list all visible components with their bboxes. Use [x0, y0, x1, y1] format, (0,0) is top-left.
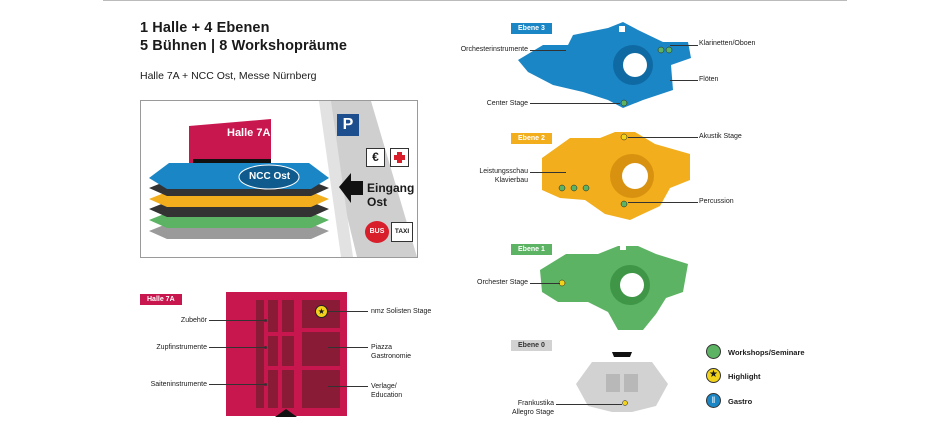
label-verlage: Verlage/: [371, 383, 397, 390]
booth-zubehoer-2: [282, 300, 294, 332]
halle7a-tag: Halle 7A: [140, 294, 182, 305]
booth-saiten-2: [282, 370, 294, 408]
hall-7a-label: Halle 7A: [227, 127, 271, 139]
leader-floeten: [670, 80, 698, 81]
label-klavierbau: Klavierbau: [494, 177, 528, 184]
booth-saiten: [268, 370, 278, 408]
label-klarinetten-oboen: Klarinetten/Oboen: [699, 40, 756, 47]
road-shape: [319, 101, 417, 257]
booth-zubehoer: [268, 300, 278, 332]
label-zubehoer: Zubehör: [180, 317, 207, 324]
legend-gastro: Gastro: [728, 397, 753, 406]
entrance-label: Eingang Ost: [367, 181, 414, 209]
label-orchesterinstrumente: Orchesterinstrumente: [460, 46, 528, 53]
leader-orchesterinstrumente: [530, 50, 566, 51]
label-orchester-stage: Orchester Stage: [477, 279, 528, 286]
leader-klarinetten: [670, 45, 698, 46]
leader-solisten: [328, 311, 368, 312]
label-gastronomie: Gastronomie: [371, 353, 412, 360]
ebene1-tag: Ebene 1: [511, 244, 552, 255]
aisle-1: [256, 300, 264, 408]
ebene2-tag: Ebene 2: [511, 133, 552, 144]
ebene3-tag: Ebene 3: [511, 23, 552, 34]
leader-frankustika: [556, 404, 622, 405]
venue-subtitle: Halle 7A + NCC Ost, Messe Nürnberg: [140, 70, 317, 82]
parking-icon: P: [337, 114, 359, 136]
booth-zupf-2: [282, 336, 294, 366]
taxi-icon: TAXI: [391, 222, 413, 242]
label-allegro-stage: Allegro Stage: [511, 409, 554, 416]
halle7a-entrance-arrow-icon: [275, 409, 297, 417]
leader-leistungsschau: [530, 172, 566, 173]
star-icon: ★: [315, 305, 328, 318]
leader-dot: [264, 319, 267, 322]
label-frankustika: Frankustika: [517, 400, 554, 407]
entrance-label-line1: Eingang: [367, 181, 415, 195]
leader-saiten: [209, 384, 265, 385]
leader-zupf: [209, 347, 265, 348]
halle7a-floorplan: ★: [226, 292, 347, 416]
ebene1-floorplan: [540, 244, 688, 330]
workshop-icon: [706, 344, 721, 359]
bus-stop-icon: BUS: [365, 221, 389, 243]
ncc-ost-label: NCC Ost: [249, 171, 291, 182]
entrance-label-line2: Ost: [367, 195, 388, 209]
star-icon: ★: [706, 368, 721, 383]
booth-zupf: [268, 336, 278, 366]
hall-7a-block: [189, 119, 271, 169]
leader-center-stage: [530, 103, 620, 104]
road-lane: [319, 101, 353, 257]
label-center-stage: Center Stage: [486, 100, 528, 107]
leader-akustik: [628, 137, 698, 138]
label-leistungsschau: Leistungsschau: [479, 168, 528, 175]
leader-zubehoer: [209, 320, 265, 321]
ebene0-tag: Ebene 0: [511, 340, 552, 351]
label-piazza: Piazza: [371, 344, 393, 351]
fork-knife-icon: ǁ: [706, 393, 721, 408]
top-rule: [103, 0, 847, 1]
label-akustik-stage: Akustik Stage: [699, 133, 742, 140]
page-title-line1: 1 Halle + 4 Ebenen: [140, 20, 270, 36]
leader-dot: [264, 383, 267, 386]
legend-workshops: Workshops/Seminare: [728, 348, 805, 357]
entrance-arrow-icon: [339, 173, 363, 203]
booth-verlage: [302, 370, 340, 408]
first-aid-icon: [390, 148, 409, 167]
label-education: Education: [371, 392, 403, 399]
page-title-line2: 5 Bühnen | 8 Workshopräume: [140, 38, 348, 54]
label-zupfinstrumente: Zupfinstrumente: [156, 344, 207, 351]
leader-percussion: [628, 202, 698, 203]
leader-orchester-stage: [530, 283, 560, 284]
leader-dot: [264, 346, 267, 349]
leader-verlage: [328, 386, 368, 387]
ncc-ost-dome: [238, 164, 300, 190]
booth-piazza: [302, 332, 340, 366]
label-floeten: Flöten: [699, 76, 719, 83]
ebene3-floorplan: [518, 22, 691, 108]
ebene0-floorplan: [576, 352, 668, 412]
ebene2-floorplan: [542, 132, 690, 220]
atm-icon: €: [366, 148, 385, 167]
overview-map: Halle 7A NCC Ost P € Eingang Ost BUS TAX…: [140, 100, 418, 258]
leader-piazza: [328, 347, 368, 348]
label-percussion: Percussion: [699, 198, 734, 205]
overview-illustration: [149, 101, 417, 257]
label-saiteninstrumente: Saiteninstrumente: [150, 381, 207, 388]
legend-highlight: Highlight: [728, 372, 761, 381]
label-nmz-solisten-stage: nmz Solisten Stage: [371, 308, 432, 315]
